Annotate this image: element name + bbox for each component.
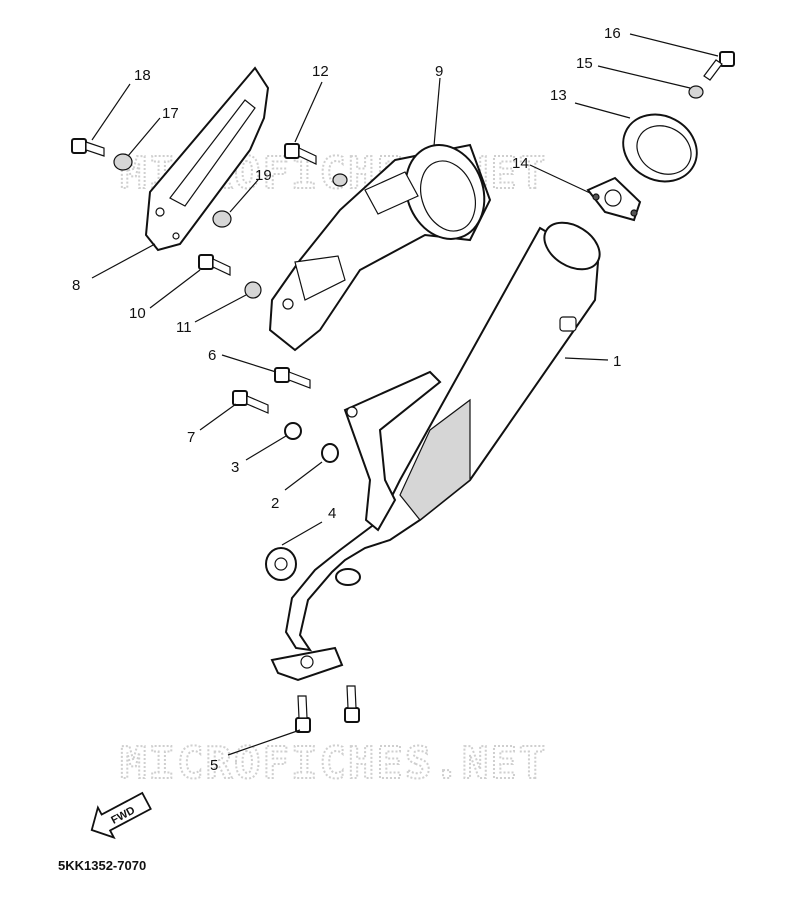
callout-11: 11 [176,319,192,336]
part-5-bolt-right [344,685,360,723]
callout-17: 17 [162,105,179,122]
part-7-bolt [232,390,269,414]
part-9-muffler-cover [268,143,492,352]
callout-9: 9 [435,63,443,80]
part-12-bolt [284,143,317,165]
part-8-protector [144,66,270,252]
callout-15: 15 [576,55,593,72]
callout-16: 16 [604,25,621,42]
part-11-washer [244,281,262,299]
callout-10: 10 [129,305,146,322]
part-3-nut [284,422,302,440]
callout-13: 13 [550,87,567,104]
callout-18: 18 [134,67,151,84]
part-5-bolt-left [295,695,311,733]
callout-1: 1 [613,353,621,370]
callout-3: 3 [231,459,239,476]
callout-7: 7 [187,429,195,446]
part-1-muffler [270,221,601,682]
part-13-end-cap [622,113,698,183]
part-17-washer [113,153,133,171]
part-4-washer [265,547,297,581]
part-15-washer [688,85,704,99]
callout-5: 5 [210,757,218,774]
callout-4: 4 [328,505,336,522]
callout-2: 2 [271,495,279,512]
part-16-bolt [703,51,735,81]
part-19-washer [212,210,232,228]
part-6-bolt [274,367,311,389]
part-10-bolt [198,254,231,276]
diagram-part-code: 5KK1352-7070 [58,858,146,873]
watermark-bottom: MICROFICHES.NET [120,738,547,789]
callout-14: 14 [512,155,529,172]
part-14-gasket [586,176,642,222]
fwd-arrow-icon: FWD [90,791,152,840]
part-2-nut [321,443,339,463]
callout-6: 6 [208,347,216,364]
part-12-nut [332,173,348,187]
callout-8: 8 [72,277,80,294]
callout-12: 12 [312,63,329,80]
part-18-bolt [71,138,105,157]
leader-lines [91,33,719,756]
callout-19: 19 [255,167,272,184]
